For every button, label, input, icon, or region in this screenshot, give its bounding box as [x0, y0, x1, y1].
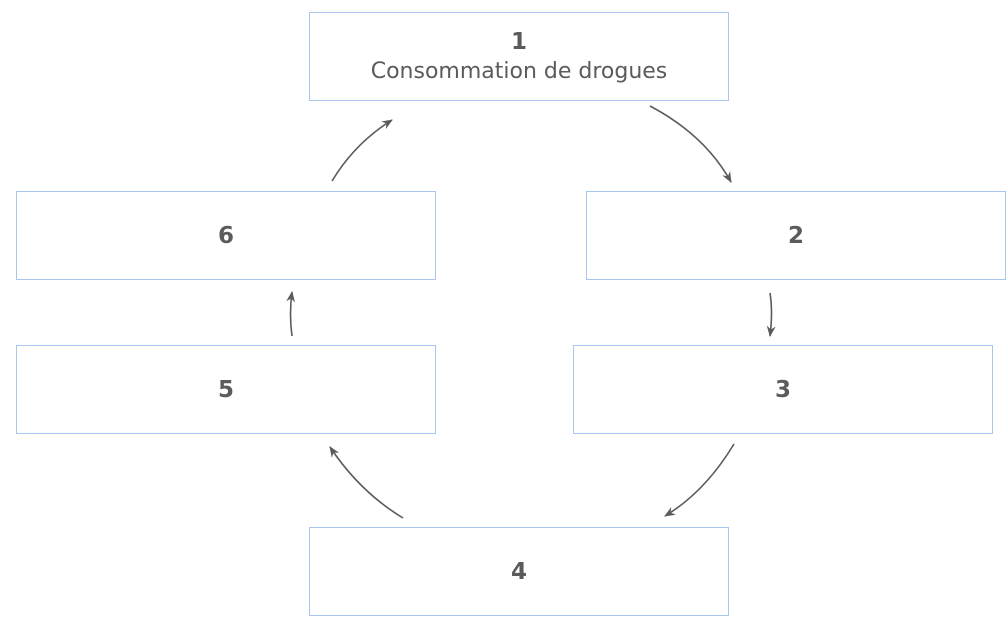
node-5: 5: [16, 345, 436, 434]
node-number: 1: [510, 28, 527, 55]
node-number: 2: [787, 222, 804, 249]
arrow-4-to-5: [329, 446, 404, 519]
arrow-1-to-2: [649, 105, 732, 183]
node-1: 1 Consommation de drogues: [309, 12, 729, 101]
arrow-6-to-1: [331, 119, 393, 182]
node-3: 3: [573, 345, 993, 434]
node-2: 2: [586, 191, 1006, 280]
node-label: Consommation de drogues: [370, 58, 668, 84]
arrow-3-to-4: [664, 443, 735, 517]
node-number: 6: [217, 222, 234, 249]
node-number: 5: [217, 376, 234, 403]
node-6: 6: [16, 191, 436, 280]
arrow-5-to-6: [286, 291, 296, 337]
node-number: 3: [774, 376, 791, 403]
node-4: 4: [309, 527, 729, 616]
arrow-2-to-3: [766, 292, 776, 337]
node-number: 4: [510, 558, 527, 585]
